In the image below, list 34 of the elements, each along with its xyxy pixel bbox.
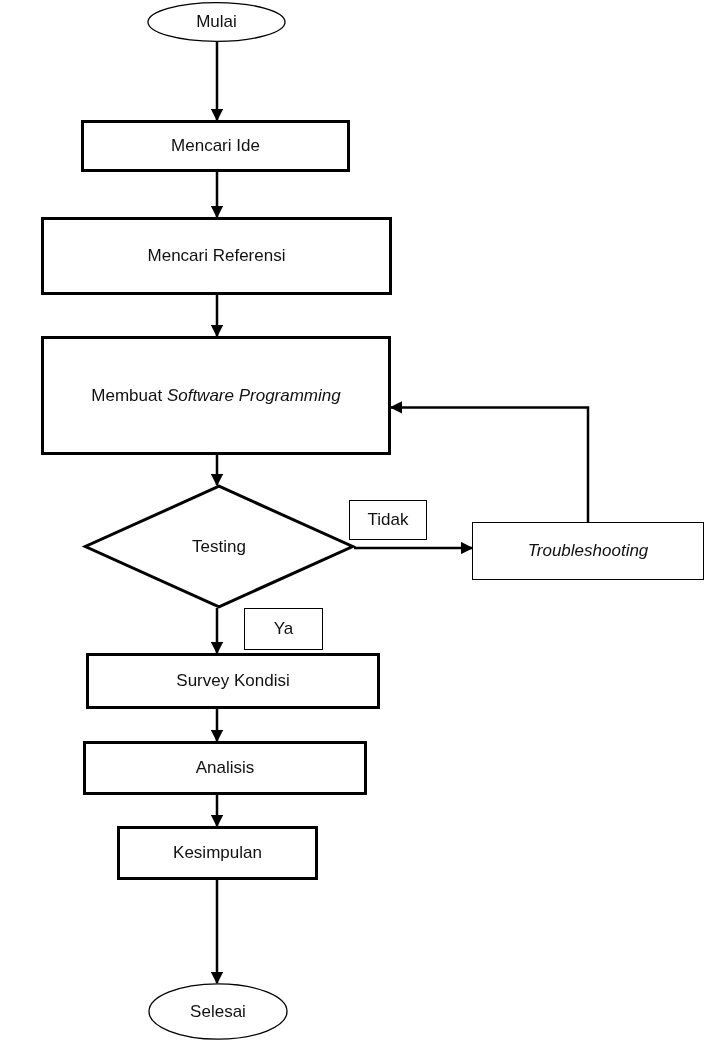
arrow — [210, 42, 224, 122]
process-box — [83, 741, 367, 795]
process-box — [86, 653, 380, 709]
node-label: Analisis — [194, 758, 256, 778]
process-box — [41, 217, 392, 295]
label-box — [244, 608, 323, 650]
node-label: Survey Kondisi — [175, 671, 291, 691]
node-label: Ya — [272, 619, 295, 639]
arrow — [210, 608, 224, 655]
arrow — [210, 795, 224, 828]
process-box — [81, 120, 350, 172]
label-box — [349, 500, 427, 540]
arrow — [210, 172, 224, 219]
node-label: Mulai — [195, 12, 238, 32]
end-terminal — [148, 983, 288, 1040]
node-label: Troubleshooting — [526, 541, 650, 561]
arrow — [210, 455, 224, 487]
arrow — [354, 541, 474, 555]
start-terminal — [147, 2, 286, 42]
decision-diamond — [84, 485, 354, 608]
node-label: Kesimpulan — [172, 843, 263, 863]
arrow — [210, 880, 224, 985]
process-box — [41, 336, 391, 455]
node-label: Tidak — [366, 510, 410, 530]
node-label: Mencari Referensi — [146, 246, 287, 266]
node-label: Testing — [191, 536, 247, 557]
process-box — [117, 826, 318, 880]
arrow — [389, 401, 590, 522]
node-label: Mencari Ide — [170, 136, 261, 156]
arrow — [210, 709, 224, 743]
node-label: Selesai — [189, 1001, 247, 1022]
process-box — [472, 522, 704, 580]
node-label: Membuat Software Programming — [90, 385, 342, 406]
arrow — [210, 295, 224, 338]
